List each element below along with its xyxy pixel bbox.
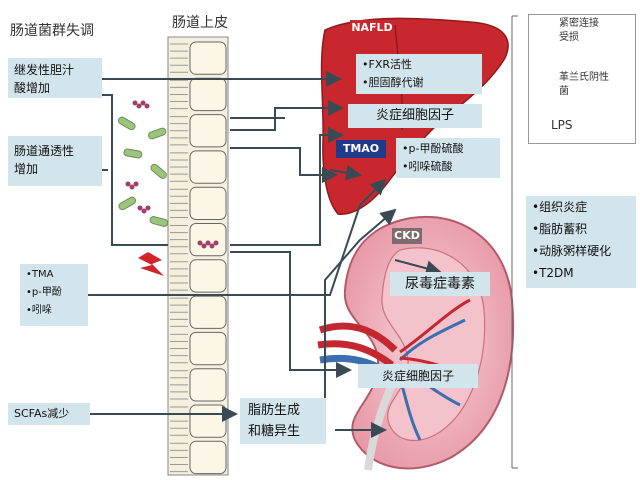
microvilli: [170, 79, 188, 110]
microvilli: [170, 225, 188, 255]
microvilli: [170, 261, 188, 291]
microvilli: [170, 297, 188, 327]
outcome-item: •动脉粥样硬化: [532, 244, 612, 258]
epithelial-cell: [189, 77, 227, 112]
epithelial-cell: [189, 331, 227, 366]
epithelium-title: 肠道上皮: [172, 15, 228, 31]
scfa-box: SCFAs减少: [8, 403, 90, 425]
nafld-badge: NAFLD: [350, 20, 394, 36]
outcome-item: •脂肪蓄积: [532, 222, 588, 236]
epithelial-cell: [189, 259, 227, 293]
epithelial-cell: [189, 223, 227, 257]
epithelial-cell: [189, 295, 227, 329]
lipogenesis-line-1: 脂肪生成: [248, 403, 301, 418]
legend-gram-negative-2: 菌: [559, 86, 569, 97]
dysbiosis-title: 肠道菌群失调: [10, 23, 94, 39]
microvilli: [170, 333, 188, 364]
outcomes-box: •组织炎症 •脂肪蓄积 •动脉粥样硬化 •T2DM: [526, 196, 636, 288]
sulfates-box: •p-甲酚硫酸 •吲哚硫酸: [396, 138, 500, 178]
microvilli: [170, 116, 188, 146]
sulfate-line-1: •p-甲酚硫酸: [402, 142, 464, 155]
epithelial-cell: [189, 404, 227, 438]
permeability-line-2: 增加: [14, 162, 39, 176]
metabolites-box: •TMA •p-甲酚 •吲哚: [20, 264, 88, 326]
epithelial-cell: [189, 186, 227, 220]
bile-acid-line-1: 继发性胆汁: [14, 63, 75, 77]
lipogenesis-box: 脂肪生成 和糖异生: [240, 398, 326, 444]
legend-lps: LPS: [551, 118, 573, 132]
inflammatory-box-liver: 炎症细胞因子: [348, 104, 482, 128]
fxr-line-1: •FXR活性: [362, 58, 412, 71]
epithelial-cell: [189, 368, 227, 402]
metabolite-indole: •吲哚: [26, 305, 52, 316]
tmao-badge: TMAO: [336, 140, 386, 158]
metabolite-p-cresol: •p-甲酚: [26, 287, 62, 298]
ckd-badge: CKD: [392, 228, 422, 244]
epithelial-cell: [189, 440, 227, 475]
lightning-icon: [138, 252, 164, 276]
bacteria-cluster: [117, 100, 219, 249]
outcome-item: •组织炎症: [532, 200, 588, 214]
uremic-toxin-box: 尿毒症毒素: [390, 272, 490, 296]
legend-tight-junction-1: 紧密连接: [559, 18, 599, 29]
epithelial-cell: [189, 150, 227, 184]
epithelial-cell: [189, 114, 227, 148]
permeability-box: 肠道通透性 增加: [8, 136, 102, 186]
inflammatory-box-kidney: 炎症细胞因子: [358, 364, 478, 388]
fxr-line-2: •胆固醇代谢: [362, 76, 424, 89]
intestinal-epithelium: [167, 36, 229, 476]
lipogenesis-line-2: 和糖异生: [248, 424, 301, 439]
outcome-item: •T2DM: [532, 266, 574, 280]
fxr-box: •FXR活性 •胆固醇代谢: [356, 54, 482, 94]
epithelial-cell: [189, 41, 227, 75]
microvilli: [170, 442, 188, 473]
microvilli: [170, 152, 188, 182]
arrows: [88, 71, 442, 438]
legend-gram-negative-1: 革兰氏阴性: [559, 72, 609, 83]
metabolite-tma: •TMA: [26, 269, 54, 280]
legend-tight-junction-2: 受损: [559, 32, 579, 43]
sulfate-line-2: •吲哚硫酸: [402, 160, 453, 173]
legend: 紧密连接 受损 革兰氏阴性 菌 LPS: [528, 14, 636, 144]
bile-acid-line-2: 酸增加: [14, 81, 51, 95]
microvilli: [170, 370, 188, 400]
permeability-line-1: 肠道通透性: [14, 144, 75, 158]
microvilli: [170, 188, 188, 218]
microvilli: [170, 43, 188, 73]
bile-acid-box: 继发性胆汁 酸增加: [8, 58, 102, 98]
